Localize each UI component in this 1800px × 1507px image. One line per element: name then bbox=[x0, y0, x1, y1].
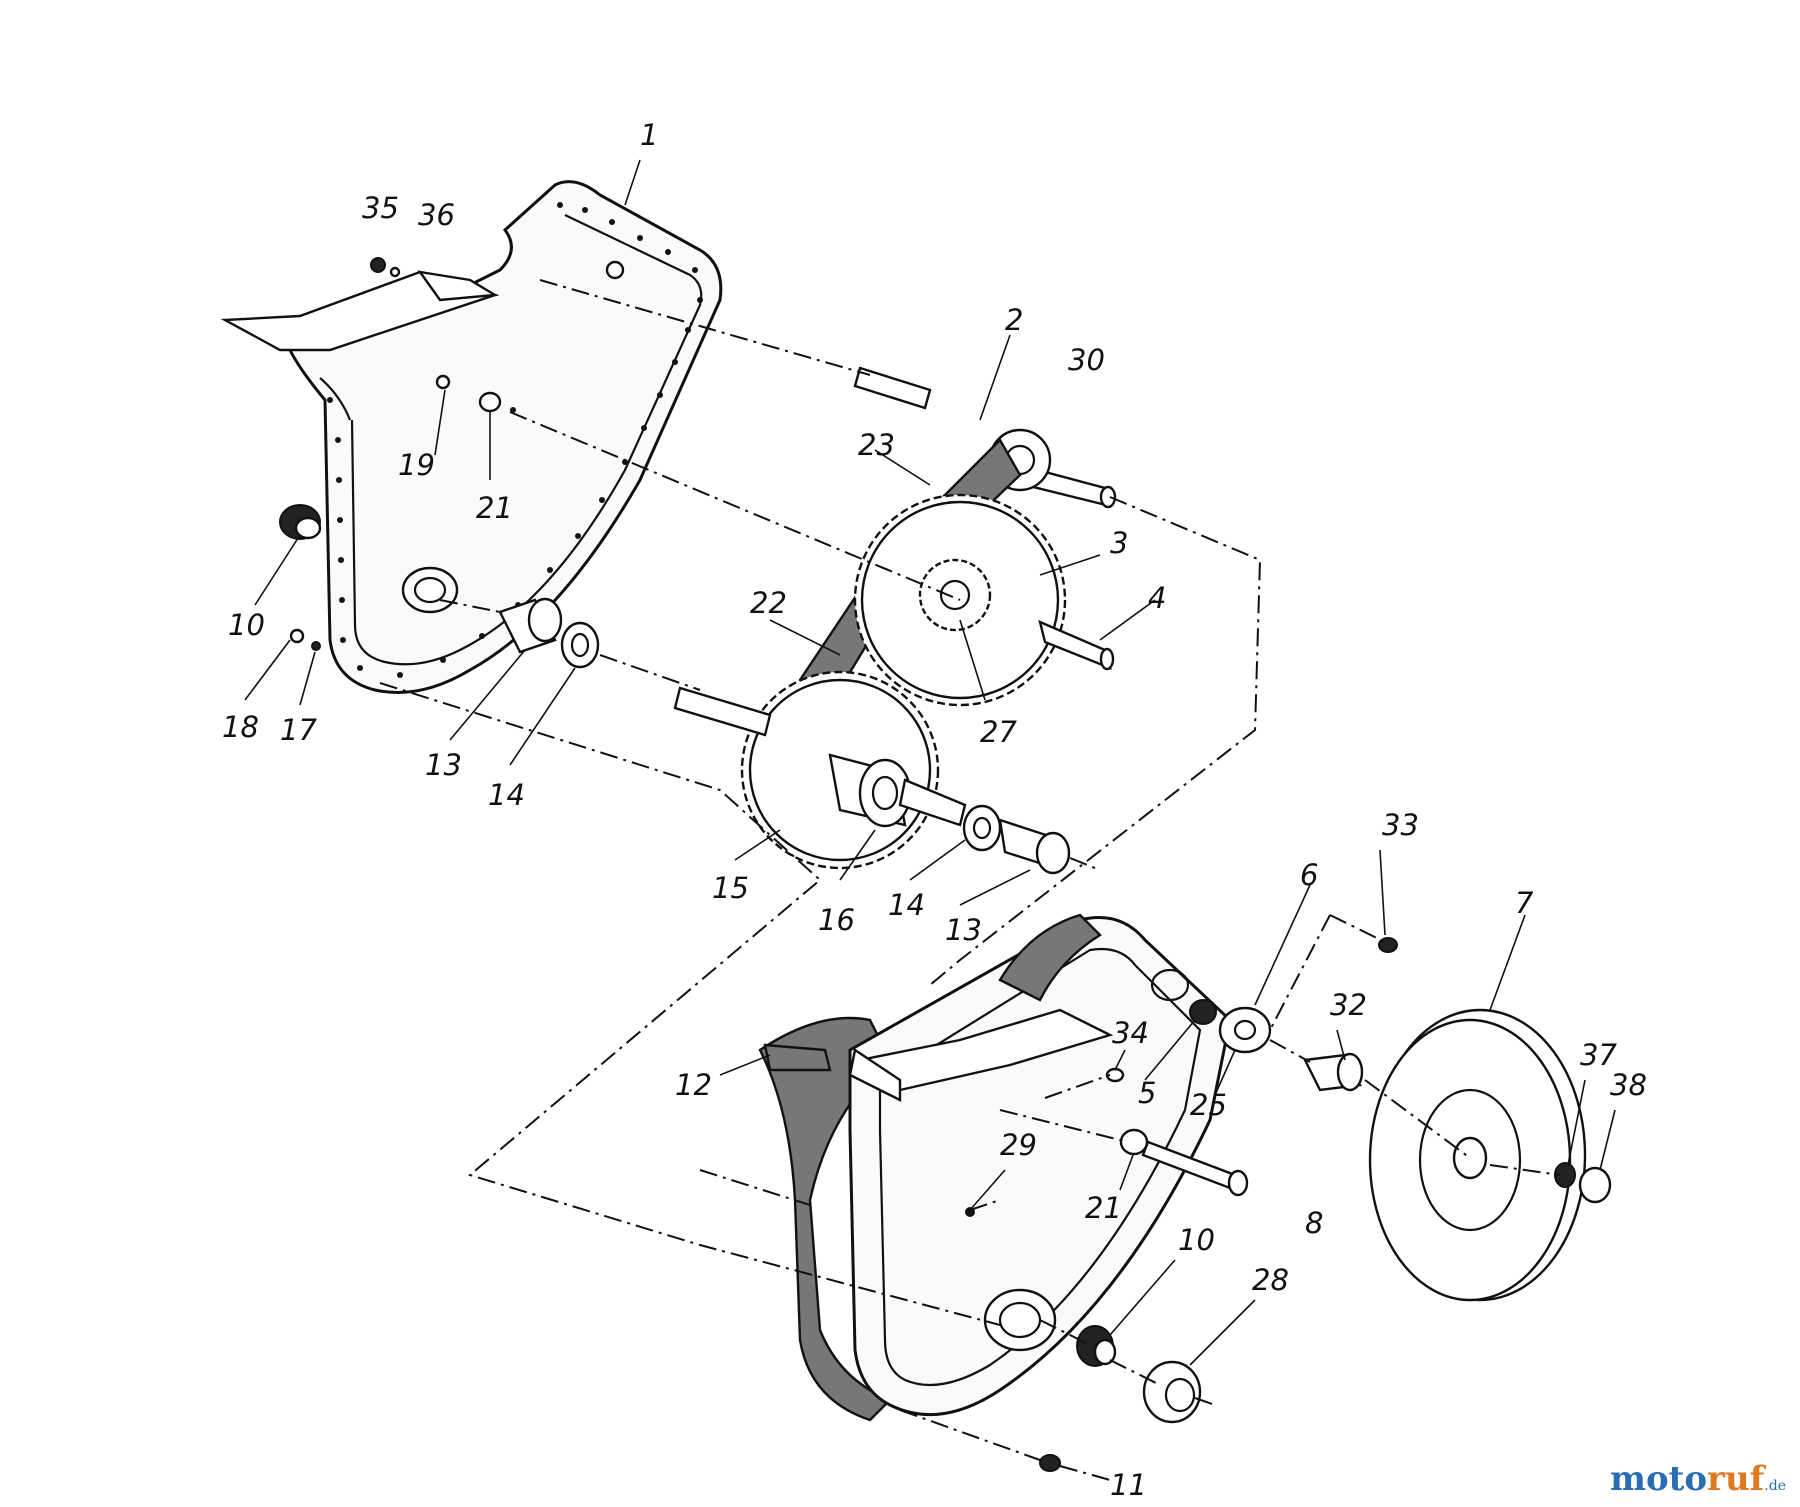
washer-37 bbox=[1554, 1162, 1576, 1188]
tine-plate-12 bbox=[763, 1043, 832, 1072]
part-label-29: 29 bbox=[1000, 1128, 1037, 1162]
part-label-30: 30 bbox=[1068, 343, 1105, 377]
small-sprocket-27 bbox=[918, 558, 992, 632]
washer-21-lower bbox=[1119, 1128, 1149, 1156]
part-label-2: 2 bbox=[1005, 303, 1023, 337]
part-label-21-lower: 21 bbox=[1085, 1191, 1122, 1225]
bearing-5 bbox=[1189, 999, 1217, 1025]
nut-38 bbox=[1578, 1166, 1612, 1204]
bearing-10-lower bbox=[1076, 1325, 1117, 1367]
part-number-labels: 1 35 36 2 30 23 19 21 3 4 22 27 10 18 17… bbox=[222, 118, 1647, 1502]
nut-18 bbox=[289, 628, 305, 644]
bushing-32 bbox=[1303, 1052, 1364, 1092]
part-label-15: 15 bbox=[712, 871, 749, 905]
part-label-13-upper: 13 bbox=[425, 748, 462, 782]
bolt-11 bbox=[1039, 1454, 1061, 1472]
pulley-7 bbox=[1368, 1008, 1587, 1302]
watermark-part1: moto bbox=[1609, 1459, 1708, 1499]
part-label-11: 11 bbox=[1110, 1468, 1147, 1502]
part-label-28: 28 bbox=[1252, 1263, 1289, 1297]
part-label-10-upper: 10 bbox=[228, 608, 265, 642]
part-label-17: 17 bbox=[280, 713, 317, 747]
shaft-4 bbox=[1038, 619, 1115, 671]
part-label-25: 25 bbox=[1190, 1088, 1227, 1122]
leader-lines bbox=[244, 159, 1616, 1366]
bushing-13-upper bbox=[498, 597, 563, 654]
nut-19 bbox=[435, 374, 451, 390]
washer-14-upper bbox=[560, 621, 600, 669]
bushing-13-lower bbox=[998, 818, 1071, 875]
part-label-18: 18 bbox=[222, 710, 259, 744]
part-label-21-upper: 21 bbox=[476, 491, 513, 525]
sprocket-6 bbox=[1218, 1006, 1272, 1054]
part-label-6: 6 bbox=[1300, 858, 1318, 892]
watermark-logo: motoruf.de bbox=[1610, 1459, 1786, 1499]
part-label-27: 27 bbox=[980, 715, 1017, 749]
part-label-33: 33 bbox=[1382, 808, 1419, 842]
lower-housing bbox=[758, 913, 1232, 1422]
part-label-3: 3 bbox=[1110, 526, 1128, 560]
part-label-16: 16 bbox=[818, 903, 855, 937]
washer-14-lower bbox=[962, 804, 1002, 852]
nut-35 bbox=[370, 257, 386, 273]
assembly-centerlines bbox=[379, 279, 1561, 1481]
washer-36 bbox=[389, 266, 401, 278]
part-label-13-lower: 13 bbox=[945, 913, 982, 947]
watermark-suffix: .de bbox=[1764, 1478, 1786, 1494]
part-label-12: 12 bbox=[675, 1068, 712, 1102]
part-label-35: 35 bbox=[362, 191, 399, 225]
part-label-32: 32 bbox=[1330, 988, 1367, 1022]
part-label-8: 8 bbox=[1305, 1206, 1323, 1240]
bolt-8 bbox=[1141, 1140, 1249, 1197]
watermark-part2: ruf bbox=[1707, 1459, 1765, 1499]
part-label-22: 22 bbox=[750, 586, 787, 620]
part-label-10-lower: 10 bbox=[1178, 1223, 1215, 1257]
part-label-5: 5 bbox=[1138, 1076, 1156, 1110]
part-label-14-upper: 14 bbox=[488, 778, 525, 812]
hub-16 bbox=[828, 753, 967, 828]
washer-17 bbox=[311, 641, 321, 651]
part-label-14-lower: 14 bbox=[888, 888, 925, 922]
part-label-23: 23 bbox=[858, 428, 895, 462]
housing-bolt-holes bbox=[327, 202, 703, 678]
part-label-1: 1 bbox=[640, 118, 658, 152]
part-label-36: 36 bbox=[418, 198, 455, 232]
part-label-19: 19 bbox=[398, 448, 435, 482]
shaft-left bbox=[673, 686, 772, 737]
part-label-7: 7 bbox=[1515, 886, 1534, 920]
bearing-10-upper bbox=[279, 504, 322, 540]
part-label-34: 34 bbox=[1112, 1016, 1149, 1050]
part-label-4: 4 bbox=[1148, 581, 1166, 615]
upper-housing-plate bbox=[220, 180, 723, 694]
part-label-38: 38 bbox=[1610, 1068, 1647, 1102]
cap-28 bbox=[1142, 1360, 1202, 1424]
part-label-37: 37 bbox=[1580, 1038, 1617, 1072]
